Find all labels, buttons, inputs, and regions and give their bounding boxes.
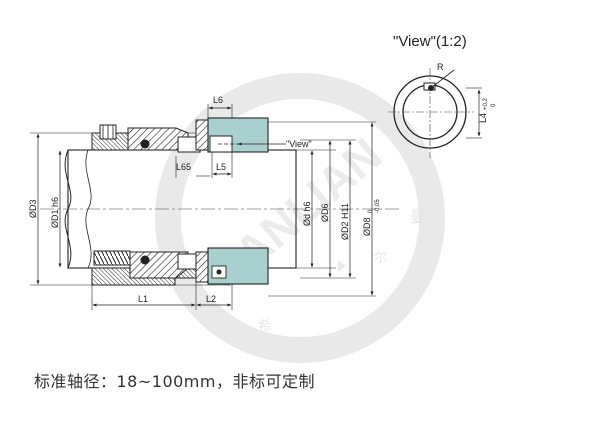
watermark-char-1: 曼: [410, 208, 426, 226]
d3-label: ØD3: [28, 199, 38, 218]
spring-bottom: [93, 250, 131, 266]
seal-section: "View" L6 L65 L5: [28, 95, 400, 310]
l65-label: L65: [176, 162, 191, 172]
shaft-size-caption: 标准轴径：18~100mm，非标可定制: [34, 372, 315, 391]
view-detail: "View"(1:2) R L4 +0.2 0: [388, 33, 497, 158]
watermark-play-mark: [338, 260, 346, 272]
view-l4-label: L4: [478, 113, 488, 123]
o-ring-bottom: [140, 255, 150, 265]
l2-label: L2: [206, 294, 216, 304]
l1-label: L1: [138, 294, 148, 304]
shaft-break-inner: [85, 149, 92, 269]
gland-setscrew-dot: [216, 269, 222, 275]
o-ring-top: [140, 139, 150, 149]
view-r-label: R: [437, 62, 444, 72]
d1-label: ØD1 h6: [50, 197, 60, 228]
view-l4-tol-lower: 0: [491, 103, 497, 107]
watermark-char-2: 尔: [374, 250, 387, 265]
d6-label: ØD6: [320, 203, 330, 222]
view-pointer-label: "View": [286, 139, 312, 149]
watermark-char-3: 希: [258, 318, 271, 333]
d-label: Ød h6: [302, 201, 312, 226]
d8-tol-upper: 0: [368, 209, 374, 213]
view-title: "View"(1:2): [393, 33, 467, 50]
d2-label: ØD2 H11: [340, 203, 350, 240]
shaft-break-left: [64, 149, 72, 269]
l6-label: L6: [213, 95, 223, 105]
d8-tol-lower: -0.05: [375, 199, 381, 213]
view-l4-tol-upper: +0.2: [483, 97, 489, 110]
view-r-leader: [430, 69, 455, 89]
l5-label: L5: [216, 162, 226, 172]
watermark-ring: [155, 73, 445, 363]
d8-label: ØD8: [362, 217, 372, 236]
